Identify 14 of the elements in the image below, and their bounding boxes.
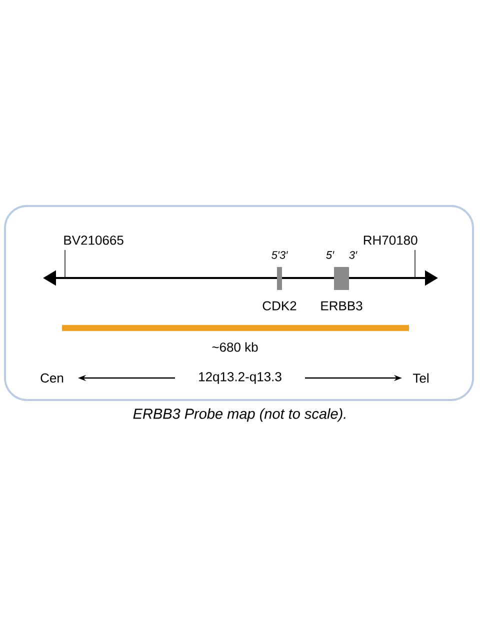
gene-bar bbox=[277, 267, 282, 290]
gene-bar bbox=[334, 267, 349, 290]
marker-label: BV210665 bbox=[64, 236, 124, 245]
direction-label: Tel bbox=[413, 373, 428, 383]
direction-label: Cen bbox=[40, 373, 64, 383]
caption: ERBB3 Probe map (not to scale). bbox=[133, 408, 346, 422]
band-label: 12q13.2-q13.3 bbox=[199, 372, 282, 384]
size-label: ~680 kb bbox=[212, 342, 258, 352]
marker-label: RH70180 bbox=[364, 236, 418, 245]
strand-label: 3′ bbox=[349, 251, 358, 259]
strand-label: 5′ bbox=[326, 251, 334, 259]
gene-label: CDK2 bbox=[262, 301, 296, 310]
strand-label: 5′3′ bbox=[272, 251, 288, 259]
gene-label: ERBB3 bbox=[321, 301, 362, 310]
